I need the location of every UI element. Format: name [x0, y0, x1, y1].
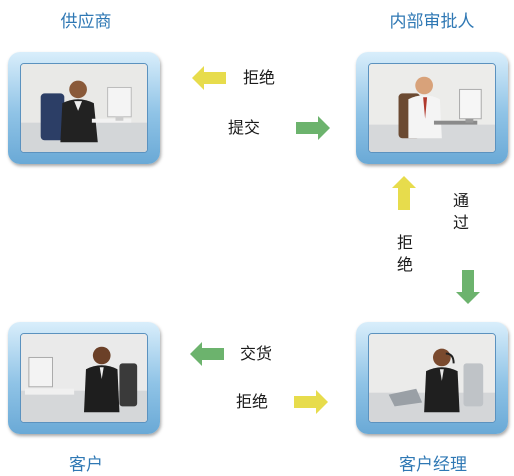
customer-picture: [8, 322, 160, 434]
deliver-to-customer-label: 交货: [240, 344, 273, 363]
account-manager-label: 客户经理: [399, 455, 467, 475]
submit-arrow-to-approver: [296, 116, 330, 140]
reject-arrow-to-supplier: [192, 66, 226, 90]
reject-to-supplier-label: 拒绝: [243, 68, 276, 87]
reject-arrow-up: [392, 176, 416, 210]
customer-photo: [20, 333, 148, 423]
submit-to-approver-label: 提交: [228, 118, 261, 137]
reject-to-manager-label: 拒绝: [236, 392, 269, 411]
account-manager-picture: [356, 322, 508, 434]
pass-label: 通过: [452, 191, 469, 232]
reject-up-label: 拒绝: [396, 233, 413, 274]
customer-label: 客户: [69, 455, 103, 475]
supplier-picture: [8, 52, 160, 164]
account-manager-photo: [368, 333, 496, 423]
internal-approver-photo: [368, 63, 496, 153]
internal-approver-label: 内部审批人: [389, 12, 475, 32]
pass-arrow-down: [456, 270, 480, 304]
deliver-arrow-to-customer: [190, 342, 224, 366]
supplier-photo: [20, 63, 148, 153]
reject-arrow-to-manager: [294, 390, 328, 414]
supplier-label: 供应商: [60, 12, 112, 32]
internal-approver-picture: [356, 52, 508, 164]
